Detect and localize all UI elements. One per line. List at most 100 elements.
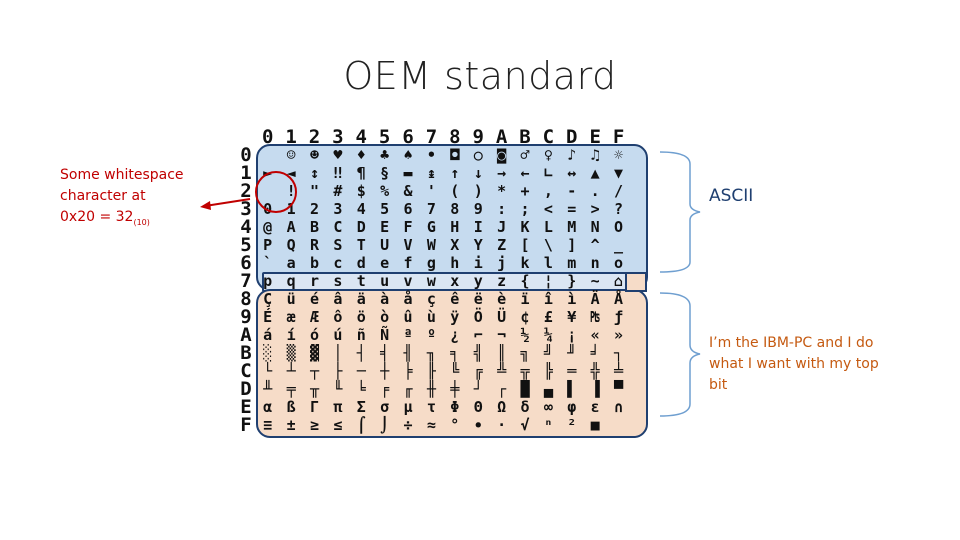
ascii-label: ASCII — [709, 186, 754, 206]
char-cell: - — [567, 182, 577, 200]
char-cell: " — [309, 182, 319, 200]
char-cell: ó — [309, 326, 319, 344]
char-cell: u — [380, 272, 390, 290]
whitespace-note-line2: character at — [60, 188, 146, 204]
char-cell: à — [380, 290, 390, 308]
char-cell: ↑ — [450, 164, 460, 182]
char-cell: ╖ — [426, 344, 436, 362]
char-cell: ♪ — [567, 146, 577, 164]
char-cell: σ — [380, 398, 390, 416]
char-cell: = — [567, 200, 577, 218]
char-cell: ╙ — [333, 380, 343, 398]
char-cell: ~ — [590, 272, 600, 290]
char-cell: ¬ — [497, 326, 507, 344]
col-header: F — [612, 126, 625, 148]
char-cell: o — [614, 254, 624, 272]
char-cell: √ — [520, 416, 530, 434]
char-cell: « — [590, 326, 600, 344]
col-header: 8 — [449, 126, 461, 148]
char-cell: ╪ — [450, 380, 460, 398]
col-header: 1 — [285, 126, 297, 148]
char-cell: ╛ — [590, 344, 600, 362]
char-cell: ñ — [356, 326, 366, 344]
char-cell: + — [520, 182, 530, 200]
char-cell: ↨ — [426, 164, 436, 182]
char-cell: @ — [263, 218, 273, 236]
char-cell: ┤ — [356, 344, 366, 362]
char-cell: _ — [614, 236, 624, 254]
char-cell: ╒ — [380, 380, 390, 398]
char-cell: µ — [403, 398, 413, 416]
char-cell: ¿ — [450, 326, 460, 344]
char-cell: φ — [567, 398, 577, 416]
char-cell: ƒ — [614, 308, 624, 326]
char-cell: v — [403, 272, 413, 290]
col-header: B — [519, 126, 531, 148]
char-cell: Z — [497, 236, 507, 254]
char-cell: ¡ — [567, 326, 577, 344]
char-cell: j — [497, 254, 507, 272]
char-cell: s — [333, 272, 343, 290]
char-cell: / — [614, 182, 624, 200]
char-cell: Ä — [590, 290, 600, 308]
char-cell: ÿ — [450, 308, 460, 326]
row-header: 3 — [240, 198, 252, 220]
char-cell: N — [590, 218, 600, 236]
char-cell: ╞ — [403, 362, 413, 380]
char-cell: ‼ — [333, 164, 343, 182]
char-cell: m — [567, 254, 577, 272]
char-cell: ═ — [567, 362, 577, 380]
char-cell: [ — [520, 236, 530, 254]
char-cell: ▓ — [309, 344, 319, 362]
char-cell: ◙ — [497, 146, 507, 164]
col-header: D — [566, 126, 578, 148]
char-cell: ⌠ — [356, 416, 366, 434]
char-cell: ☻ — [309, 146, 319, 164]
char-cell: ↕ — [309, 164, 319, 182]
char-cell: l — [543, 254, 553, 272]
char-cell: & — [403, 182, 413, 200]
char-cell: ¦ — [543, 272, 553, 290]
char-cell: é — [309, 290, 319, 308]
char-cell: Y — [473, 236, 483, 254]
char-cell: , — [543, 182, 553, 200]
char-cell: c — [333, 254, 343, 272]
char-cell: 5 — [380, 200, 390, 218]
char-cell: I — [473, 218, 483, 236]
col-header: 0 — [261, 126, 274, 148]
char-cell: ì — [567, 290, 577, 308]
char-cell: ⌡ — [380, 416, 390, 434]
char-cell: ( — [450, 182, 460, 200]
col-header: 5 — [378, 126, 391, 148]
char-cell: » — [614, 326, 624, 344]
char-cell: Ç — [263, 290, 273, 308]
char-cell: T — [356, 236, 366, 254]
char-cell: ☺ — [286, 146, 296, 164]
row-header: B — [240, 342, 252, 364]
char-cell: ▲ — [590, 164, 600, 182]
char-cell: │ — [333, 344, 343, 362]
char-cell: b — [309, 254, 319, 272]
char-cell: h — [450, 254, 460, 272]
char-cell: º — [426, 326, 436, 344]
char-cell: ┴ — [286, 362, 296, 380]
char-cell: . — [590, 182, 600, 200]
ibm-brace — [659, 292, 701, 417]
char-cell: 1 — [286, 200, 296, 218]
char-cell: ╣ — [473, 344, 483, 362]
char-cell: X — [450, 236, 460, 254]
char-cell: C — [333, 218, 343, 236]
char-cell: ₧ — [590, 308, 600, 326]
row-header: F — [240, 414, 252, 436]
char-cell: ∩ — [614, 398, 624, 416]
slide-title: OEM standard — [343, 54, 617, 98]
whitespace-note: Some whitespace character at 0x20 = 32(1… — [60, 165, 210, 233]
char-cell: å — [403, 290, 413, 308]
char-cell: █ — [520, 380, 530, 398]
char-cell: ≈ — [426, 416, 436, 434]
char-cell: z — [497, 272, 507, 290]
char-cell: ◘ — [450, 146, 460, 164]
char-cell: ▒ — [286, 344, 296, 362]
char-cell: ` — [263, 254, 273, 272]
